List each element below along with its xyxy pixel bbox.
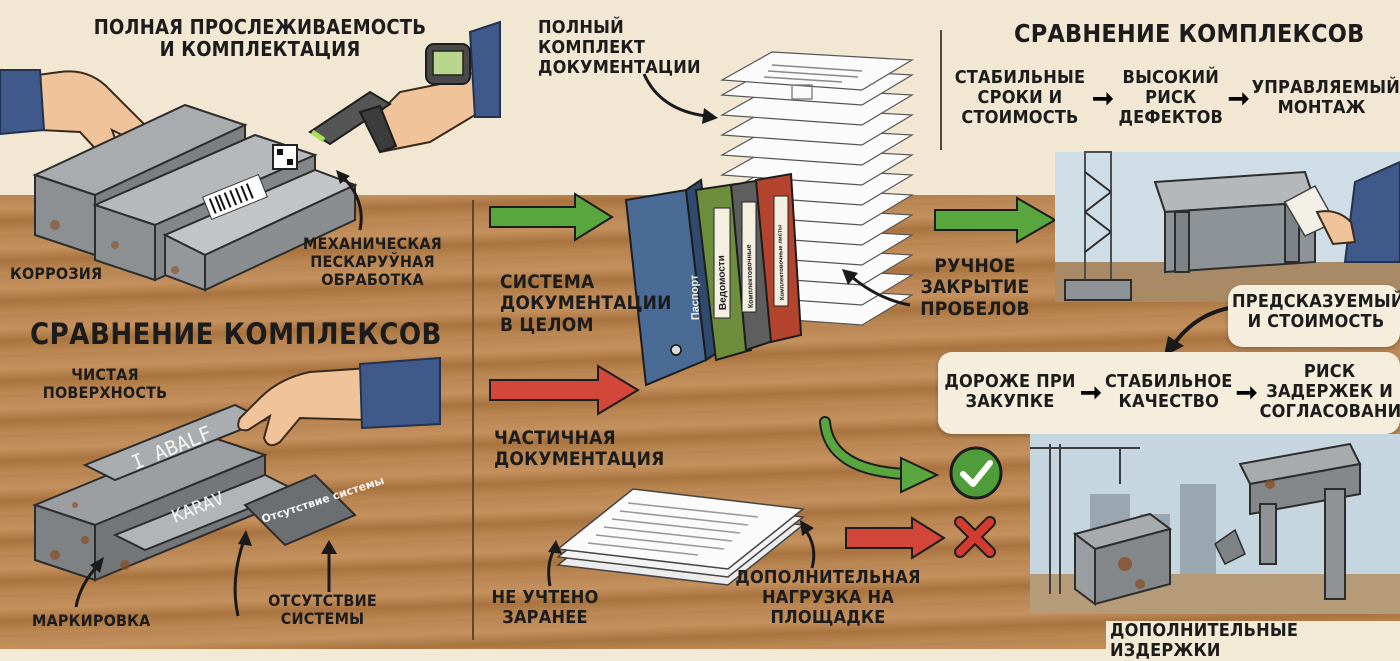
divider-left bbox=[472, 200, 474, 640]
arrow-right-icon: ➞ bbox=[1080, 376, 1102, 407]
extra-load-label: Дополнительная нагрузка на площадке bbox=[735, 567, 921, 629]
flow-top-step-2: Высокий риск дефектов bbox=[1118, 67, 1224, 129]
arrow-right-icon: ➞ bbox=[1092, 82, 1114, 113]
no-system-pointer-arrow-2 bbox=[321, 540, 337, 592]
no-system-pointer-arrow bbox=[233, 530, 252, 617]
marking-label: Маркировка bbox=[32, 611, 151, 630]
flow-bottom-panel bbox=[938, 352, 1400, 434]
red-arrow-to-cross bbox=[845, 516, 946, 560]
arrow-right-icon: ➞ bbox=[1235, 376, 1258, 407]
construction-scene-bottom bbox=[1030, 434, 1400, 614]
predictable-panel bbox=[1228, 285, 1400, 347]
steel-beams-bottom: I ABALF KARAV Отсутствие системы bbox=[32, 403, 386, 582]
full-docs-label: Полный комплект документации bbox=[538, 17, 701, 79]
green-arrow-to-binders bbox=[489, 192, 614, 242]
blasting-label: Механическая пескаруўная обработка bbox=[303, 234, 442, 289]
flow-bottom-step-3: Риск задержек и согласований bbox=[1259, 361, 1400, 423]
full-docs-pointer-arrow bbox=[642, 73, 718, 124]
comparison-title-right: Сравнение комплексов bbox=[1014, 19, 1365, 48]
not-accounted-label: Не учтено заранее bbox=[491, 587, 599, 629]
comparison-title-left: Сравнение комплексов bbox=[30, 317, 442, 351]
clean-surface-label: Чистая поверхность bbox=[42, 365, 168, 402]
partial-documents bbox=[556, 488, 805, 586]
binder-statements-label: Ведомости bbox=[716, 255, 729, 310]
check-icon bbox=[949, 446, 1003, 500]
manual-close-pointer-arrow bbox=[842, 269, 911, 307]
binder-assembly-label: Комплектовочные bbox=[746, 244, 755, 308]
steel-beams-top bbox=[32, 103, 358, 292]
extra-load-pointer-arrow bbox=[800, 520, 816, 569]
manual-close-label: Ручное закрытие пробелов bbox=[920, 255, 1030, 320]
doc-system-label: Система документации в целом bbox=[500, 271, 672, 336]
barcode-scanner-hand bbox=[308, 20, 501, 154]
hand-bottom-illustration bbox=[237, 356, 441, 447]
flow-bottom-step-2: Стабильное качество bbox=[1105, 371, 1233, 413]
not-accounted-pointer-arrow bbox=[547, 540, 562, 587]
marking-pointer-arrow bbox=[74, 557, 104, 608]
flow-bottom-step-1: Дороже при закупке bbox=[944, 371, 1076, 413]
corrosion-label: Коррозия bbox=[10, 264, 103, 283]
document-binders: Паспорт Ведомости Комплектовочные Компле… bbox=[624, 172, 803, 387]
divider-right bbox=[940, 30, 942, 150]
no-system-label: Отсутствие системы bbox=[268, 591, 377, 628]
green-arrow-to-construction bbox=[934, 196, 1057, 244]
curved-green-arrow bbox=[819, 416, 940, 494]
extra-costs-label: Дополнительные издержки bbox=[1106, 620, 1400, 661]
flow-top-step-3: Управляемый монтаж bbox=[1251, 77, 1400, 119]
predictable-label: Предсказуемый и стоимость bbox=[1232, 291, 1400, 333]
flow-top: Стабильные сроки и стоимость ➞ Высокий р… bbox=[950, 67, 1400, 129]
construction-scene-top bbox=[1055, 151, 1400, 302]
binder-passport-label: Паспорт bbox=[688, 274, 702, 320]
red-arrow-to-partial bbox=[489, 364, 640, 416]
flow-bottom: Дороже при закупке ➞ Стабильное качество… bbox=[942, 361, 1400, 423]
partial-docs-label: Частичная документация bbox=[494, 427, 665, 471]
blasting-pointer-arrow bbox=[336, 170, 363, 231]
arrow-right-icon: ➞ bbox=[1227, 82, 1250, 113]
cross-icon bbox=[954, 516, 996, 558]
binder-assembly-sheets-label: Комплектовочные листы bbox=[777, 225, 786, 300]
flow-top-step-1: Стабильные сроки и стоимость bbox=[954, 67, 1086, 129]
traceability-title: Полная прослеживаемость и комплектация bbox=[93, 15, 427, 62]
